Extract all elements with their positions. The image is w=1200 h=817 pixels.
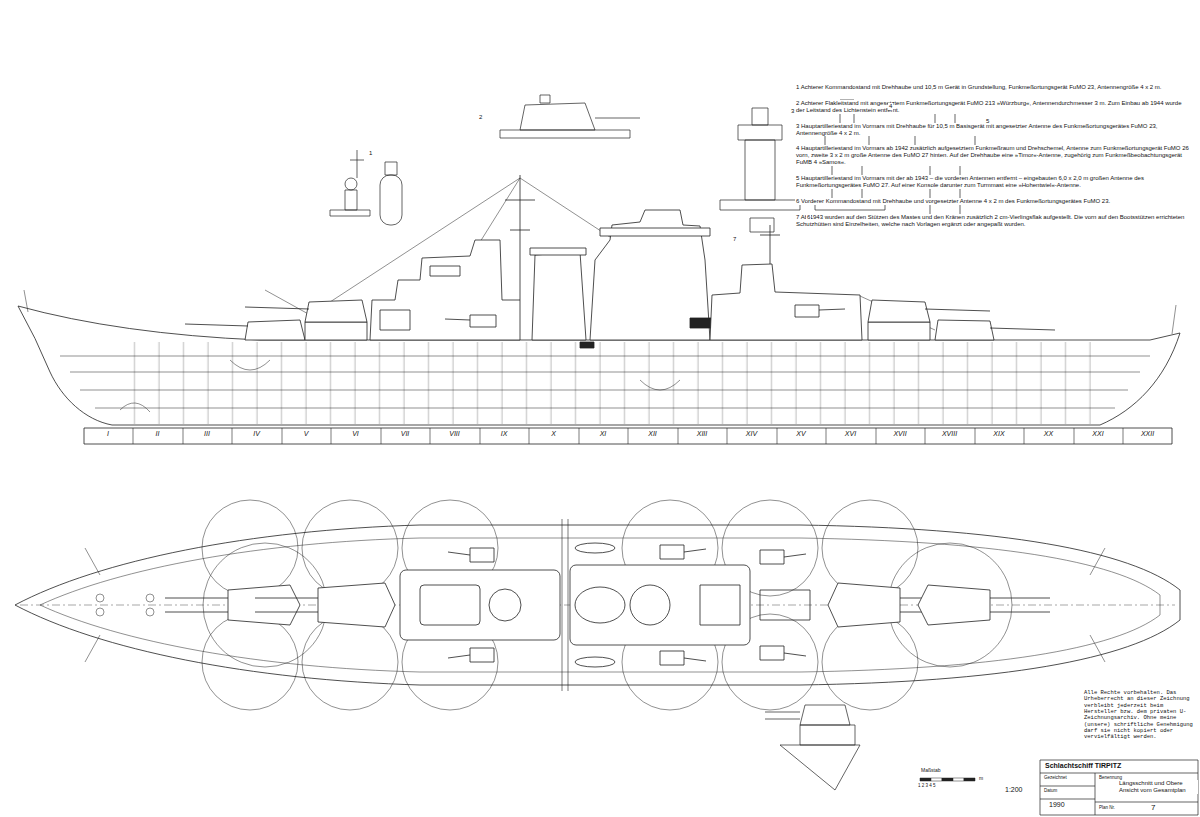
title-block-cell: Gezeichnet [1043,775,1068,780]
note: 1 Achterer Kommandostand mit Drehhaube u… [795,84,1192,91]
scale-ratio: 1:200 [1004,786,1024,794]
frame-number: XV [795,430,806,438]
scale-bar [920,778,975,781]
callout-number: 4 [888,103,893,110]
note: 4 Hauptartilleriestand im Vormars ab 194… [795,145,1192,166]
title-block-cell: 1990 [1048,801,1066,809]
frame-number: VIII [448,430,461,438]
callout-number: 7 [732,236,737,243]
note: 3 Hauptartilleriestand im Vormars mit Dr… [795,123,1192,137]
frame-number: XX [1043,430,1054,438]
copyright-note: Alle Rechte vorbehalten. Das Urheberrech… [1083,690,1197,741]
note: 7 Ab 1943 wurden auf den Stützen des Mas… [795,214,1192,228]
title-block-cell: 7 [1150,803,1156,812]
frame-number: XVII [892,430,907,438]
frame-number: XVI [844,430,857,438]
callout-number: 6 [806,214,811,221]
frame-number: II [155,430,161,438]
frame-number: XIX [992,430,1005,438]
scale-label: Maßstab [920,768,941,774]
frame-number: XIII [696,430,709,438]
note: 6 Vorderer Kommandostand mit Drehhaube u… [795,198,1192,205]
scale-number: 1 2 3 4 5 [917,783,937,788]
frame-number: XXI [1091,430,1104,438]
frame-number: VI [351,430,360,438]
title-block-cell: Datum [1043,788,1058,793]
title-block-cell: Längsschnitt und Obere Ansicht vom Gesam… [1118,780,1198,794]
callout-number: 2 [478,114,483,121]
title-block-cell: Schlachtschiff TIRPITZ [1044,762,1122,770]
callout-number: 5 [985,118,990,125]
frame-number: I [106,430,110,438]
frame-number: IX [500,430,509,438]
frame-number: XI [599,430,608,438]
title-block-cell: Plan Nr. [1098,805,1116,810]
title-block [1040,760,1198,815]
frame-number: XVIII [941,430,958,438]
frame-number: V [303,430,310,438]
scale-unit: m [978,776,984,782]
frame-number: XXII [1140,430,1155,438]
note: 2 Achterer Flakleitstand mit angesetztem… [795,100,1192,114]
frame-number: XII [647,430,658,438]
callout-number: 3 [790,108,795,115]
callout-number: 1 [368,150,373,157]
frame-number: III [203,430,211,438]
frame-number: IV [252,430,261,438]
frame-number: X [550,430,557,438]
note: 5 Hauptartilleriestand im Vormars mit de… [795,175,1192,189]
plan-view [15,500,1180,710]
frame-number: VII [400,430,411,438]
frame-number: XIV [745,430,758,438]
